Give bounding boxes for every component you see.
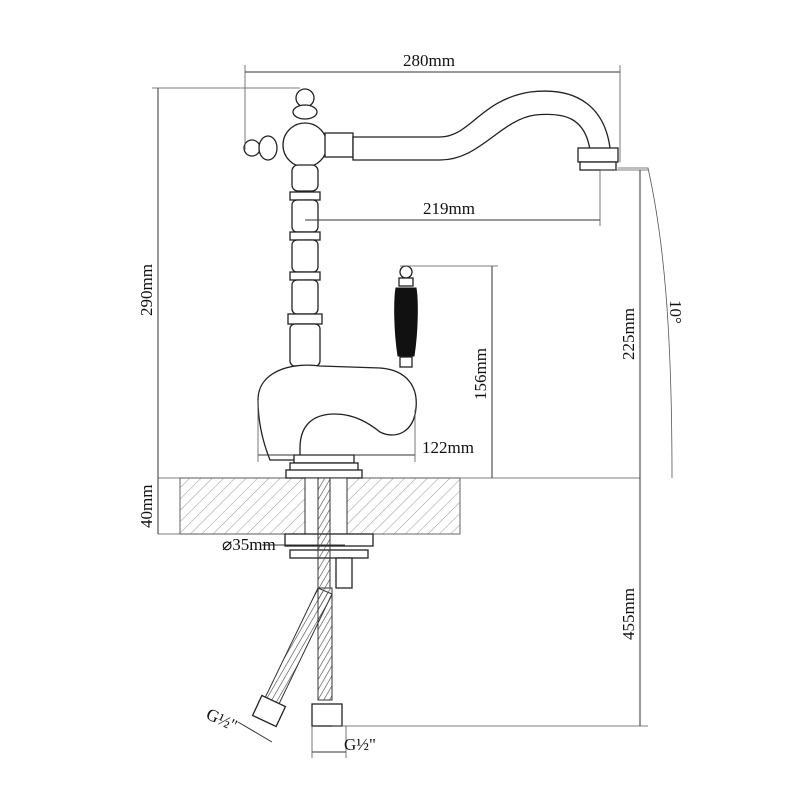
flexible-hoses [251, 587, 343, 728]
faucet-body [243, 88, 619, 479]
mounting-hardware [284, 477, 374, 589]
dim-hole-diameter-label: ⌀35mm [222, 535, 276, 554]
thread-right-label: G½" [344, 735, 376, 754]
dim-hose-length-label: 455mm [619, 588, 638, 640]
dim-spout-height-label: 225mm [619, 308, 638, 360]
dimension-lines [152, 65, 673, 758]
dim-width-label: 280mm [403, 51, 455, 70]
dim-reach-label: 219mm [423, 199, 475, 218]
lever-handle [394, 265, 418, 368]
thread-left-label: G½" [203, 704, 240, 735]
deck-section [158, 477, 640, 535]
dim-handle-height-label: 156mm [471, 348, 490, 400]
dim-deck-thickness-label: 40mm [137, 485, 156, 528]
dim-base-length-label: 122mm [422, 438, 474, 457]
dim-total-height-label: 290mm [137, 264, 156, 316]
dim-angle-label: 10° [666, 300, 685, 324]
